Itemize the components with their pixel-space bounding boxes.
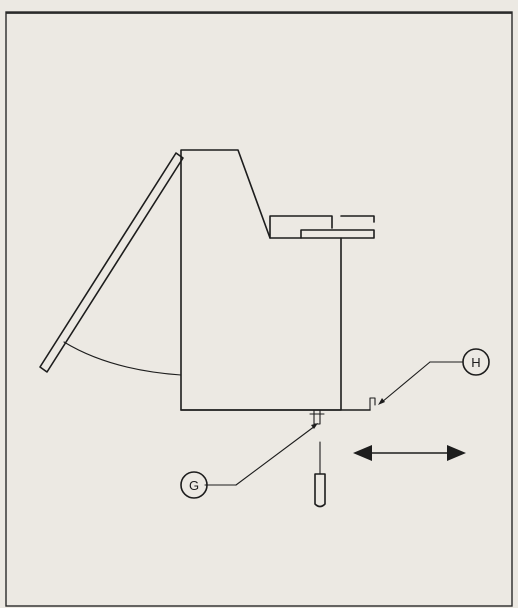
screwdriver-icon [314,441,326,508]
callout-g: G [180,423,318,499]
top-platform [269,215,375,239]
callout-h-label: H [471,355,480,370]
callout-h: H [378,348,490,405]
callout-g-label: G [189,478,199,493]
hood-support-arc [63,341,182,376]
adjusting-screw [309,409,325,425]
page-frame [5,11,513,607]
base-step [369,397,376,411]
tilted-hood [39,152,184,373]
double-arrow-icon [353,445,466,461]
machine-body [180,149,342,411]
